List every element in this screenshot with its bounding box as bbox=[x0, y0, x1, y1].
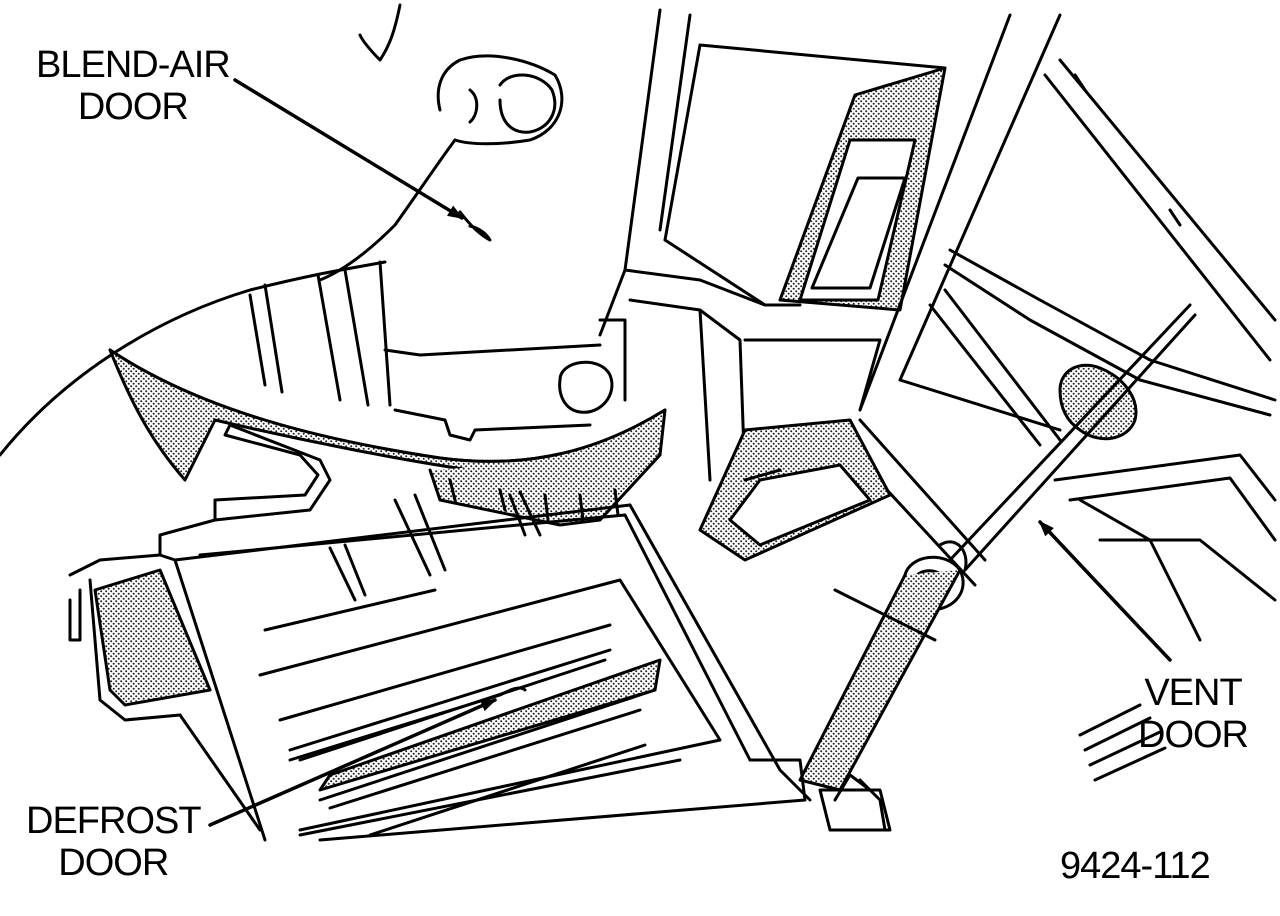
blend-column bbox=[598, 8, 947, 337]
vent-door-label-line1: VENT bbox=[1144, 672, 1242, 714]
defrost-door-leader bbox=[208, 698, 497, 827]
vent-door-label: VENT DOOR bbox=[1138, 672, 1249, 756]
right-casing bbox=[858, 13, 1277, 432]
vent-door-shaft bbox=[798, 303, 1197, 792]
housing-outline-left bbox=[0, 260, 387, 457]
vent-door-label-line2: DOOR bbox=[1138, 714, 1249, 756]
blend-air-door-pointer-tip bbox=[458, 210, 492, 242]
vent-door-panel bbox=[833, 288, 1062, 642]
blend-air-door-label-line1: BLEND-AIR bbox=[36, 44, 231, 86]
upper-right-seal bbox=[778, 66, 947, 312]
defrost-door-housing bbox=[68, 423, 812, 842]
defrost-door-shaft bbox=[288, 686, 527, 762]
defrost-door-label-line1: DEFROST bbox=[26, 800, 202, 842]
blend-air-door-label-line2: DOOR bbox=[77, 86, 189, 128]
defrost-door-panel bbox=[258, 490, 807, 842]
blend-air-door-leader bbox=[233, 78, 464, 220]
hand-drawing bbox=[318, 3, 564, 282]
defrost-door-label: DEFROST DOOR bbox=[26, 800, 202, 884]
defrost-door-label-line2: DOOR bbox=[58, 842, 169, 884]
center-block bbox=[628, 298, 892, 562]
figure-number: 9424-112 bbox=[1060, 845, 1211, 887]
blend-door-ribs bbox=[248, 260, 627, 442]
vent-door-leader bbox=[1038, 520, 1172, 662]
bottom-clip bbox=[818, 773, 892, 832]
lower-right-box bbox=[1053, 453, 1277, 782]
blend-air-door-label: BLEND-AIR DOOR bbox=[36, 44, 231, 128]
